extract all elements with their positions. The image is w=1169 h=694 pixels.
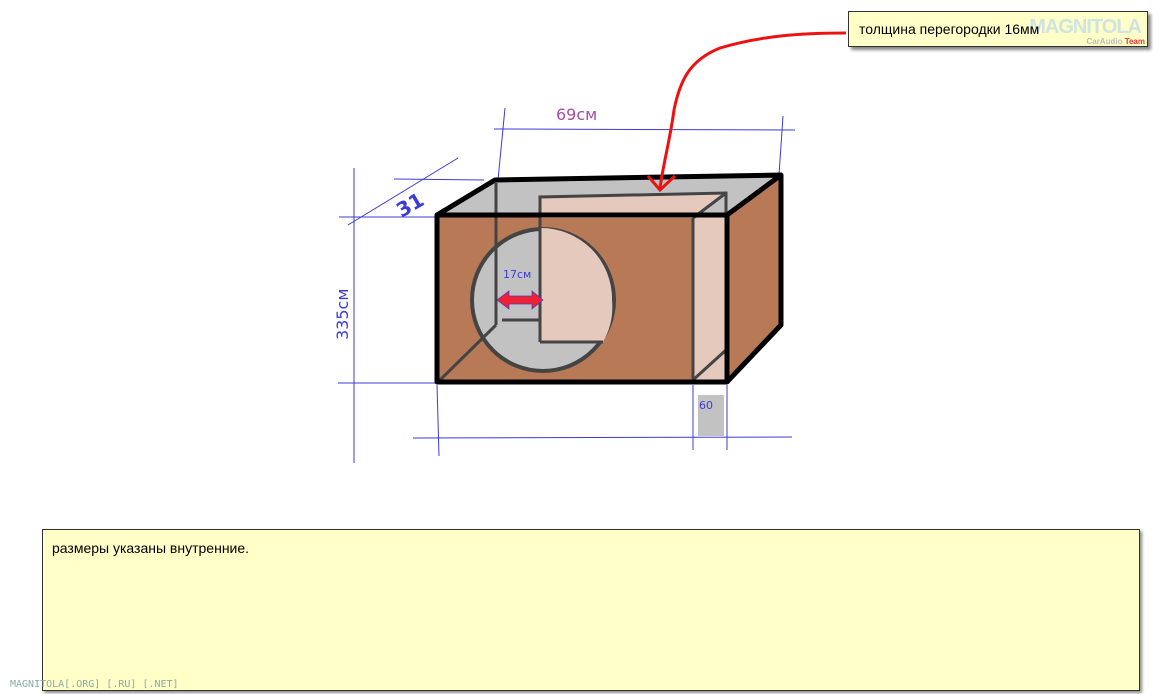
pointer-arrow-icon xyxy=(646,31,847,193)
height-label: 335см xyxy=(333,289,352,340)
slot-label: 60 xyxy=(699,399,713,412)
slot-port xyxy=(693,215,727,382)
watermark-sub: CarAudio Team xyxy=(1086,37,1145,46)
port-width-arrow xyxy=(496,290,544,310)
watermark-sub-text2: Team xyxy=(1124,37,1145,46)
note-box: размеры указаны внутренние. xyxy=(42,529,1140,691)
note-text: размеры указаны внутренние. xyxy=(52,540,250,556)
partition-inner xyxy=(540,227,613,342)
watermark-logo: MAGNITOLA xyxy=(1029,16,1142,38)
partition-top xyxy=(540,193,726,218)
callout-text: толщина перегородки 16мм xyxy=(859,21,1040,37)
port-label: 17см xyxy=(503,268,531,281)
partition-thickness-callout: MAGNITOLA CarAudio Team толщина перегоро… xyxy=(848,11,1148,47)
right-face xyxy=(727,175,781,382)
box-outline xyxy=(434,172,784,385)
width-label: 69см xyxy=(556,105,597,124)
footer-watermark: MAGNITOLA[.ORG] [.RU] [.NET] xyxy=(10,679,179,690)
watermark-sub-text: CarAudio xyxy=(1086,37,1123,46)
slot-marker xyxy=(698,395,724,436)
